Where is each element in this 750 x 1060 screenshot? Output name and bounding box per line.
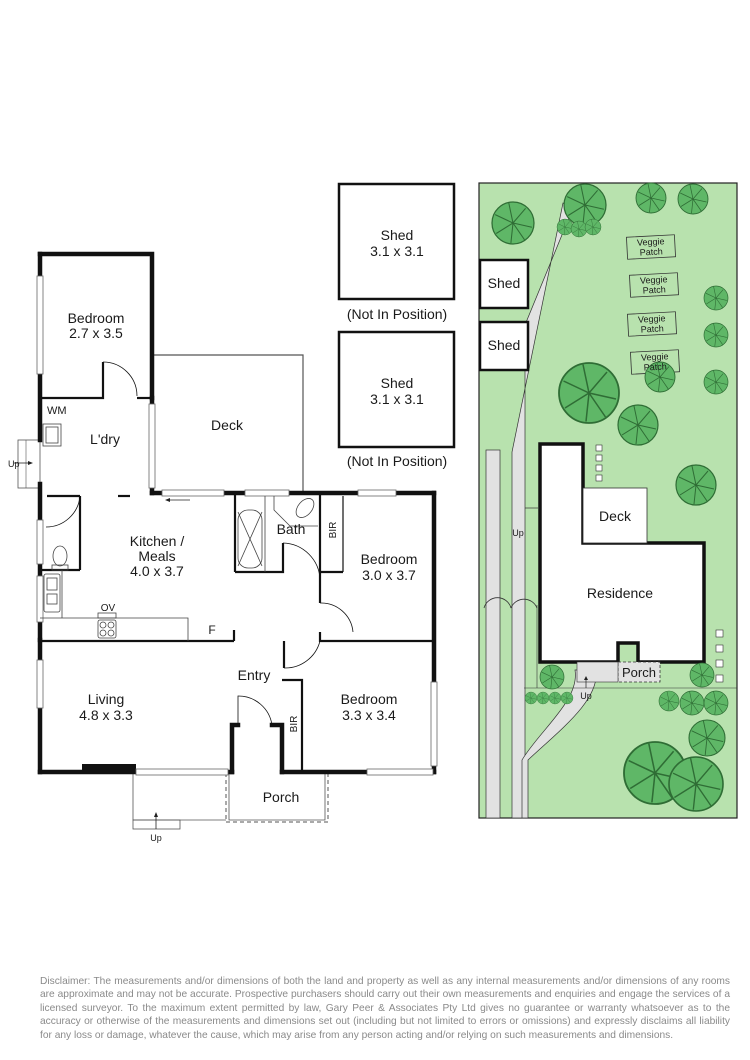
room-label-meals: Meals xyxy=(138,548,175,564)
veggie-patch-3-line2: Patch xyxy=(641,323,665,334)
shed-1-note: (Not In Position) xyxy=(347,306,447,322)
veggie-patch-4-line1: Veggie xyxy=(641,351,669,362)
room-dims-bedroom-1: 2.7 x 3.5 xyxy=(69,325,123,341)
disclaimer-text: Disclaimer: The measurements and/or dime… xyxy=(40,976,730,1041)
veggie-patch-1-line1: Veggie xyxy=(637,236,665,247)
site-porch-label: Porch xyxy=(622,665,656,680)
shed-2-note: (Not In Position) xyxy=(347,453,447,469)
veggie-patch-3 xyxy=(627,311,677,337)
site-deck-label: Deck xyxy=(599,508,632,524)
kitchen-bench xyxy=(40,423,318,641)
veggie-patch-2-line2: Patch xyxy=(643,284,667,295)
room-label-laundry: L'dry xyxy=(90,431,120,447)
room-dims-bedroom-3: 3.3 x 3.4 xyxy=(342,707,396,723)
room-label-bedroom-3: Bedroom xyxy=(341,691,398,707)
bir-label-2: BIR xyxy=(289,716,300,733)
room-label-entry: Entry xyxy=(238,667,271,683)
house-floor-plan: Bedroom 2.7 x 3.5 WM L'dry Deck Kitchen … xyxy=(8,251,438,843)
oven-label: OV xyxy=(101,603,116,614)
site-shed-2 xyxy=(478,320,530,372)
shed-2-dims: 3.1 x 3.1 xyxy=(370,391,424,407)
veggie-patch-2-line1: Veggie xyxy=(640,274,668,285)
shed-2 xyxy=(337,330,456,449)
room-label-living: Living xyxy=(88,691,125,707)
laundry-step xyxy=(17,439,41,489)
veggie-patch-2 xyxy=(629,272,679,298)
site-shed-2-label: Shed xyxy=(488,337,521,353)
porch-outline xyxy=(225,773,329,823)
veggie-patch-4-line2: Patch xyxy=(644,361,668,372)
driveway-strip xyxy=(485,449,501,819)
room-label-porch: Porch xyxy=(263,789,300,805)
site-porch xyxy=(617,661,661,683)
veggie-patch-1 xyxy=(626,234,676,260)
site-plan: Shed Shed Veggie Patch Veggie Patch Vegg… xyxy=(478,182,738,819)
room-label-bedroom-1: Bedroom xyxy=(68,310,125,326)
gate xyxy=(483,597,538,609)
shed-2-label: Shed xyxy=(381,375,414,391)
shed-1-dims: 3.1 x 3.1 xyxy=(370,243,424,259)
cooktop xyxy=(97,619,117,639)
site-shed-1 xyxy=(478,258,530,310)
fridge-label: F xyxy=(208,623,215,637)
shed-1-label: Shed xyxy=(381,227,414,243)
room-label-kitchen: Kitchen / xyxy=(130,533,185,549)
up-label-living: Up xyxy=(150,833,162,843)
room-label-bedroom-2: Bedroom xyxy=(361,551,418,567)
toilet xyxy=(52,545,68,567)
veggie-patch-1-line2: Patch xyxy=(640,246,664,257)
room-dims-bedroom-2: 3.0 x 3.7 xyxy=(362,567,416,583)
site-up-front-label: Up xyxy=(580,691,592,701)
living-step xyxy=(132,819,181,830)
room-label-deck: Deck xyxy=(211,417,244,433)
veggie-patch-3-line1: Veggie xyxy=(638,313,666,324)
wm-label: WM xyxy=(47,405,67,417)
deck-outline xyxy=(152,354,304,492)
site-shed-1-label: Shed xyxy=(488,275,521,291)
shed-1 xyxy=(337,182,456,301)
room-dims-kitchen: 4.0 x 3.7 xyxy=(130,563,184,579)
sheds-detail: Shed 3.1 x 3.1 (Not In Position) Shed 3.… xyxy=(337,182,456,469)
site-residence-label: Residence xyxy=(587,585,653,601)
room-label-bath: Bath xyxy=(277,521,306,537)
site-up-side-label: Up xyxy=(512,528,524,538)
bir-label-1: BIR xyxy=(328,522,339,539)
bathtub xyxy=(237,509,263,569)
room-dims-living: 4.8 x 3.3 xyxy=(79,707,133,723)
up-label-laundry: Up xyxy=(8,459,20,469)
fireplace xyxy=(82,764,136,773)
site-deck xyxy=(582,487,648,544)
